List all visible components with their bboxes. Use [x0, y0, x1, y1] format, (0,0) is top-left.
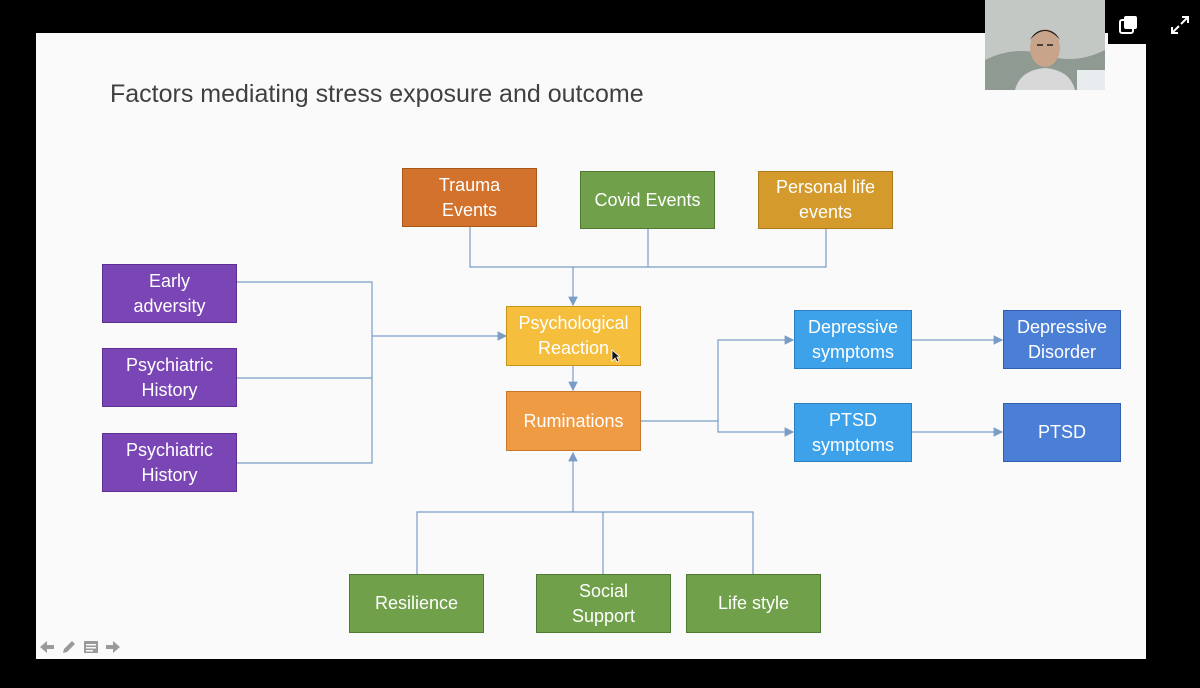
notes-icon	[84, 641, 98, 653]
node-psychiatric-history-1: Psychiatric History	[102, 348, 237, 407]
node-psychological-reaction: Psychological Reaction	[506, 306, 641, 366]
node-ptsd: PTSD	[1003, 403, 1121, 462]
node-label: Psychiatric History	[125, 354, 214, 400]
connector-early-adversity	[237, 281, 373, 464]
node-social-support: Social Support	[536, 574, 671, 633]
arrow-right-icon	[106, 641, 120, 653]
connector-bottom-bus	[416, 511, 754, 574]
pen-icon	[63, 641, 75, 653]
node-label: Psychological Reaction	[518, 313, 629, 358]
node-life-style: Life style	[686, 574, 821, 633]
presentation-slide: Factors mediating stress exposure and ou…	[36, 33, 1146, 659]
picture-in-picture-icon	[1119, 16, 1137, 34]
presenter-image	[985, 0, 1105, 90]
node-early-adversity: Early adversity	[102, 264, 237, 323]
node-psychiatric-history-2: Psychiatric History	[102, 433, 237, 492]
node-label: Early adversity	[133, 270, 206, 316]
node-depressive-disorder: Depressive Disorder	[1003, 310, 1121, 369]
node-label: Social Support	[571, 580, 636, 626]
diagram-connectors	[237, 227, 1004, 574]
node-ptsd-symptoms: PTSD symptoms	[794, 403, 912, 462]
picture-in-picture-button[interactable]	[1108, 6, 1148, 44]
node-label: PTSD	[1037, 422, 1086, 442]
node-trauma-events: Trauma Events	[402, 168, 537, 227]
slide-toolbar	[38, 639, 122, 655]
presenter-video[interactable]	[985, 0, 1105, 90]
node-label: Resilience	[374, 593, 459, 613]
node-covid-events: Covid Events	[580, 171, 715, 229]
node-label: Ruminations	[523, 410, 624, 431]
expand-icon	[1171, 16, 1189, 34]
node-depressive-symptoms: Depressive symptoms	[794, 310, 912, 369]
expand-button[interactable]	[1160, 6, 1200, 44]
next-slide-button[interactable]	[104, 639, 122, 655]
slide-title: Factors mediating stress exposure and ou…	[110, 80, 644, 108]
node-label: Life style	[717, 593, 790, 613]
arrow-left-icon	[40, 641, 54, 653]
connector-to-depressive	[717, 335, 795, 421]
node-label: Covid Events	[594, 189, 701, 210]
node-ruminations: Ruminations	[506, 391, 641, 451]
node-resilience: Resilience	[349, 574, 484, 633]
node-label: Trauma Events	[438, 174, 501, 220]
node-label: Depressive symptoms	[807, 316, 899, 362]
node-label: Personal life events	[775, 177, 876, 222]
node-label: Depressive Disorder	[1016, 316, 1108, 362]
node-label: PTSD symptoms	[811, 409, 894, 455]
pen-tool-button[interactable]	[60, 639, 78, 655]
node-label: Psychiatric History	[125, 439, 214, 485]
notes-button[interactable]	[82, 639, 100, 655]
mouse-cursor-icon	[611, 349, 621, 363]
connector-to-ptsd-symptoms	[717, 421, 795, 437]
previous-slide-button[interactable]	[38, 639, 56, 655]
node-personal-life-events: Personal life events	[758, 171, 893, 229]
